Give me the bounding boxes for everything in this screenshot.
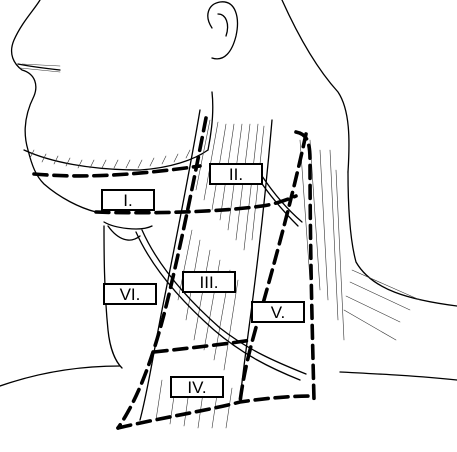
posterior-neck — [348, 172, 457, 306]
shoulder-line — [340, 372, 457, 380]
level-iv-label: IV. — [170, 376, 224, 398]
level-vi-label: VI. — [103, 283, 157, 305]
jaw-line — [208, 92, 213, 150]
boundary-line — [34, 166, 200, 176]
level-i-label: I. — [101, 189, 155, 211]
ear-inner — [218, 14, 228, 36]
level-v-label: V. — [251, 301, 305, 323]
scm-posterior-edge — [240, 120, 272, 400]
level-ii-label: II. — [209, 163, 263, 185]
scm-anterior-edge — [140, 110, 200, 420]
boundary-line — [154, 340, 252, 352]
clavicle-left — [0, 366, 120, 386]
back-of-head — [282, 0, 349, 172]
level-iii-label: III. — [182, 271, 236, 293]
ear-outline — [208, 2, 238, 59]
face-profile-outline — [12, 0, 96, 212]
